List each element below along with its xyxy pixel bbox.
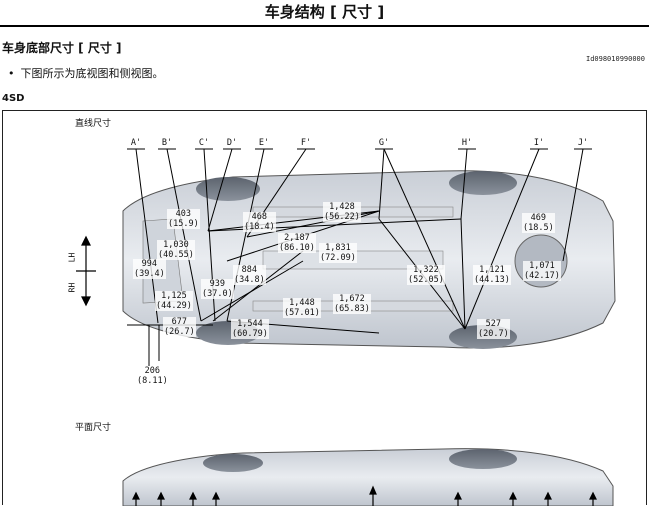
dimension-1071: 1,071(42.17): [523, 261, 561, 281]
body-variant-label: 4SD: [2, 93, 25, 104]
point-f-label: F': [300, 138, 312, 148]
front-wheel-plan: [203, 454, 263, 472]
dimension-2187: 2,187(86.10): [278, 233, 316, 253]
dimension-1125: 1,125(44.29): [155, 291, 193, 311]
underbody-silhouette-plan: [122, 448, 614, 506]
point-h-label: H': [461, 138, 473, 148]
dimension-1030: 1,030(40.55): [157, 240, 195, 260]
bullet-dot-icon: •: [8, 67, 15, 80]
point-g-label: G': [378, 138, 390, 148]
front-left-wheel: [196, 177, 260, 201]
straight-dimension-label: 直线尺寸: [75, 119, 112, 129]
dimension-1322: 1,322(52.05): [407, 265, 445, 285]
underbody-silhouette: [122, 170, 616, 349]
bullet-note: • 下图所示为底视图和侧视图。: [8, 65, 164, 81]
dimension-994: 994(39.4): [133, 259, 166, 279]
dimension-527: 527(20.7): [477, 319, 510, 339]
dimension-403: 403(15.9): [167, 209, 200, 229]
dimension-468: 468(18.4): [243, 212, 276, 232]
dimension-1672: 1,672(65.83): [333, 294, 371, 314]
point-b-label: B': [161, 138, 173, 148]
point-j-label: J': [577, 138, 589, 148]
dimension-1544: 1,544(60.79): [231, 319, 269, 339]
underbody-figure: 直线尺寸 平面尺寸: [2, 110, 647, 506]
dimension-1428: 1,428(56.22): [323, 202, 361, 222]
section-heading: 车身底部尺寸 [ 尺寸 ]: [2, 41, 122, 55]
document-id: Id098010990000: [585, 55, 645, 63]
point-i-label: I': [533, 138, 545, 148]
lh-rh-arrow: [76, 235, 96, 307]
page-title: 车身结构 [ 尺寸 ]: [264, 3, 385, 21]
rear-wheel-plan: [449, 449, 517, 469]
dimension-1448: 1,448(57.01): [283, 298, 321, 318]
rear-left-wheel: [449, 171, 517, 195]
underbody-drawing: [76, 148, 616, 506]
rh-label: RH: [67, 282, 77, 293]
dimension-677: 677(26.7): [163, 317, 196, 337]
bullet-text: 下图所示为底视图和侧视图。: [20, 67, 164, 80]
plane-dimension-label: 平面尺寸: [75, 423, 112, 433]
point-d-label: D': [226, 138, 238, 148]
point-e-label: E': [258, 138, 270, 148]
dimension-206: 206(8.11): [136, 366, 169, 386]
dimension-884: 884(34.8): [233, 265, 266, 285]
point-a-label: A': [130, 138, 142, 148]
lh-label: LH: [67, 252, 77, 263]
dimension-1121: 1,121(44.13): [473, 265, 511, 285]
dimension-469: 469(18.5): [522, 213, 555, 233]
title-divider: [0, 25, 649, 27]
dimension-1831: 1,831(72.09): [319, 243, 357, 263]
dimension-939: 939(37.0): [201, 279, 234, 299]
point-c-label: C': [198, 138, 210, 148]
